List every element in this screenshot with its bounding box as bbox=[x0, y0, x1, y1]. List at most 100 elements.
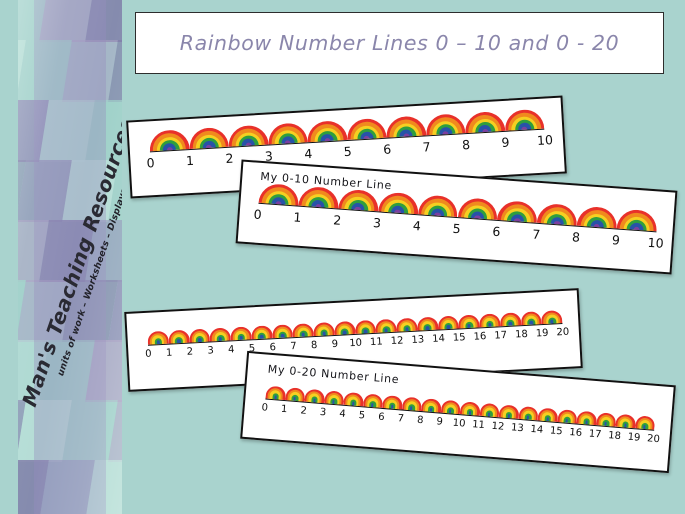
rainbow-arc bbox=[250, 325, 273, 340]
rainbow-arc bbox=[188, 328, 211, 343]
number-line-tick-label: 4 bbox=[338, 408, 347, 420]
rainbow-band bbox=[239, 335, 243, 340]
number-line-tick-label: 10 bbox=[452, 417, 466, 430]
rainbow-band bbox=[177, 338, 181, 344]
rainbow-band bbox=[301, 332, 306, 337]
rainbow-band bbox=[553, 220, 561, 225]
rainbow-arc bbox=[497, 199, 539, 223]
sidebar-text-block: Man's Teaching Resources units of work –… bbox=[18, 0, 122, 514]
number-line-tick-label: 20 bbox=[646, 433, 661, 446]
rainbow-band bbox=[197, 337, 202, 343]
rainbow-arc bbox=[338, 188, 380, 212]
number-line-tick-label: 0 bbox=[144, 348, 152, 360]
number-line-tick-label: 4 bbox=[303, 145, 313, 162]
rainbow-band bbox=[481, 128, 489, 133]
rainbow-arc bbox=[385, 115, 426, 138]
number-line-tick-label: 11 bbox=[369, 336, 384, 349]
number-line-tick-label: 11 bbox=[471, 419, 486, 432]
number-line-tick-label: 8 bbox=[461, 136, 471, 153]
rainbow-arc bbox=[284, 387, 306, 402]
rainbow-band bbox=[446, 324, 451, 330]
number-line-tick-label: 10 bbox=[349, 337, 363, 350]
number-line-tick-label: 19 bbox=[627, 431, 641, 444]
number-line-tick-label: 16 bbox=[473, 331, 487, 343]
rainbow-arc bbox=[518, 405, 539, 421]
rainbow-arc bbox=[595, 412, 617, 427]
number-line-tick-label: 17 bbox=[588, 428, 602, 441]
number-line-tick-label: 1 bbox=[292, 209, 302, 225]
rainbow-band bbox=[513, 217, 521, 222]
rainbow-arc bbox=[540, 310, 563, 325]
number-line-tick-label: 9 bbox=[436, 416, 444, 428]
brand-sidebar: Man's Teaching Resources units of work –… bbox=[18, 0, 122, 514]
rainbow-arc bbox=[537, 407, 559, 422]
rainbow-arc bbox=[147, 330, 169, 345]
rainbow-arc bbox=[298, 185, 340, 209]
number-line-tick-label: 7 bbox=[397, 413, 405, 425]
rainbow-arc bbox=[401, 396, 423, 412]
rainbow-arc bbox=[343, 391, 364, 407]
rainbow-arc bbox=[227, 124, 269, 147]
rainbow-band bbox=[405, 326, 409, 332]
number-line-tick-label: 1 bbox=[280, 403, 288, 416]
rainbow-band bbox=[429, 407, 433, 412]
rainbow-band bbox=[363, 328, 368, 334]
rainbow-band bbox=[467, 323, 471, 329]
number-line-tick-label: 7 bbox=[290, 340, 297, 353]
number-line-tick-label: 16 bbox=[568, 427, 583, 439]
rainbow-arc bbox=[437, 315, 459, 330]
rainbow-arc bbox=[306, 119, 348, 143]
number-line-tick-label: 5 bbox=[358, 410, 366, 422]
number-line-tick-label: 4 bbox=[412, 217, 422, 234]
rainbow-arc bbox=[557, 409, 578, 424]
number-line-tick-label: 14 bbox=[530, 423, 544, 436]
card-title: My 0-20 Number Line bbox=[267, 362, 400, 387]
page-title-card: Rainbow Number Lines 0 – 10 and 0 - 20 bbox=[135, 12, 664, 74]
rainbow-arc bbox=[258, 182, 300, 206]
number-line-tick-label: 3 bbox=[372, 215, 382, 231]
rainbow-arc bbox=[537, 202, 579, 226]
number-line-tick-label: 6 bbox=[491, 223, 501, 240]
number-line-tick-label: 8 bbox=[416, 414, 424, 427]
rainbow-arc bbox=[304, 388, 325, 404]
number-line-tick-label: 2 bbox=[186, 346, 194, 358]
rainbow-arc bbox=[576, 410, 597, 426]
rainbow-band bbox=[342, 330, 347, 335]
rainbow-arc bbox=[498, 404, 520, 419]
number-line-tick-label: 12 bbox=[491, 420, 505, 433]
rainbow-band bbox=[507, 413, 510, 419]
rainbow-band bbox=[585, 419, 588, 425]
number-line-tick-label: 6 bbox=[377, 411, 385, 424]
rainbow-arc bbox=[616, 208, 658, 232]
rainbow-band bbox=[312, 398, 316, 403]
rainbow-arc bbox=[615, 413, 636, 429]
rainbow-band bbox=[324, 137, 331, 142]
number-line-tick-label: 8 bbox=[571, 229, 581, 245]
rainbow-arc bbox=[313, 322, 335, 337]
number-line-tick-label: 12 bbox=[390, 335, 404, 348]
rainbow-band bbox=[354, 206, 362, 211]
rainbow-band bbox=[508, 321, 513, 326]
number-line-tick-label: 2 bbox=[299, 405, 308, 417]
number-line-tick-label: 0 bbox=[253, 206, 263, 223]
rainbow-arc bbox=[377, 191, 420, 215]
rainbow-arc bbox=[424, 113, 466, 136]
rainbow-band bbox=[218, 336, 223, 342]
number-line-tick-label: 2 bbox=[225, 150, 234, 166]
rainbow-band bbox=[259, 334, 264, 339]
rainbow-arc bbox=[576, 205, 619, 229]
rainbow-arc bbox=[323, 390, 345, 405]
rainbow-arc bbox=[416, 316, 439, 331]
number-line-tick-label: 4 bbox=[227, 344, 235, 356]
number-line-tick-label: 1 bbox=[185, 152, 195, 169]
rainbow-band bbox=[351, 401, 355, 406]
rainbow-arc bbox=[265, 385, 286, 401]
rainbow-arc bbox=[503, 108, 545, 131]
number-line-tick-label: 9 bbox=[611, 232, 621, 248]
rainbow-band bbox=[434, 212, 442, 216]
number-line-tick-label: 7 bbox=[531, 226, 541, 243]
rainbow-arc bbox=[333, 320, 356, 335]
